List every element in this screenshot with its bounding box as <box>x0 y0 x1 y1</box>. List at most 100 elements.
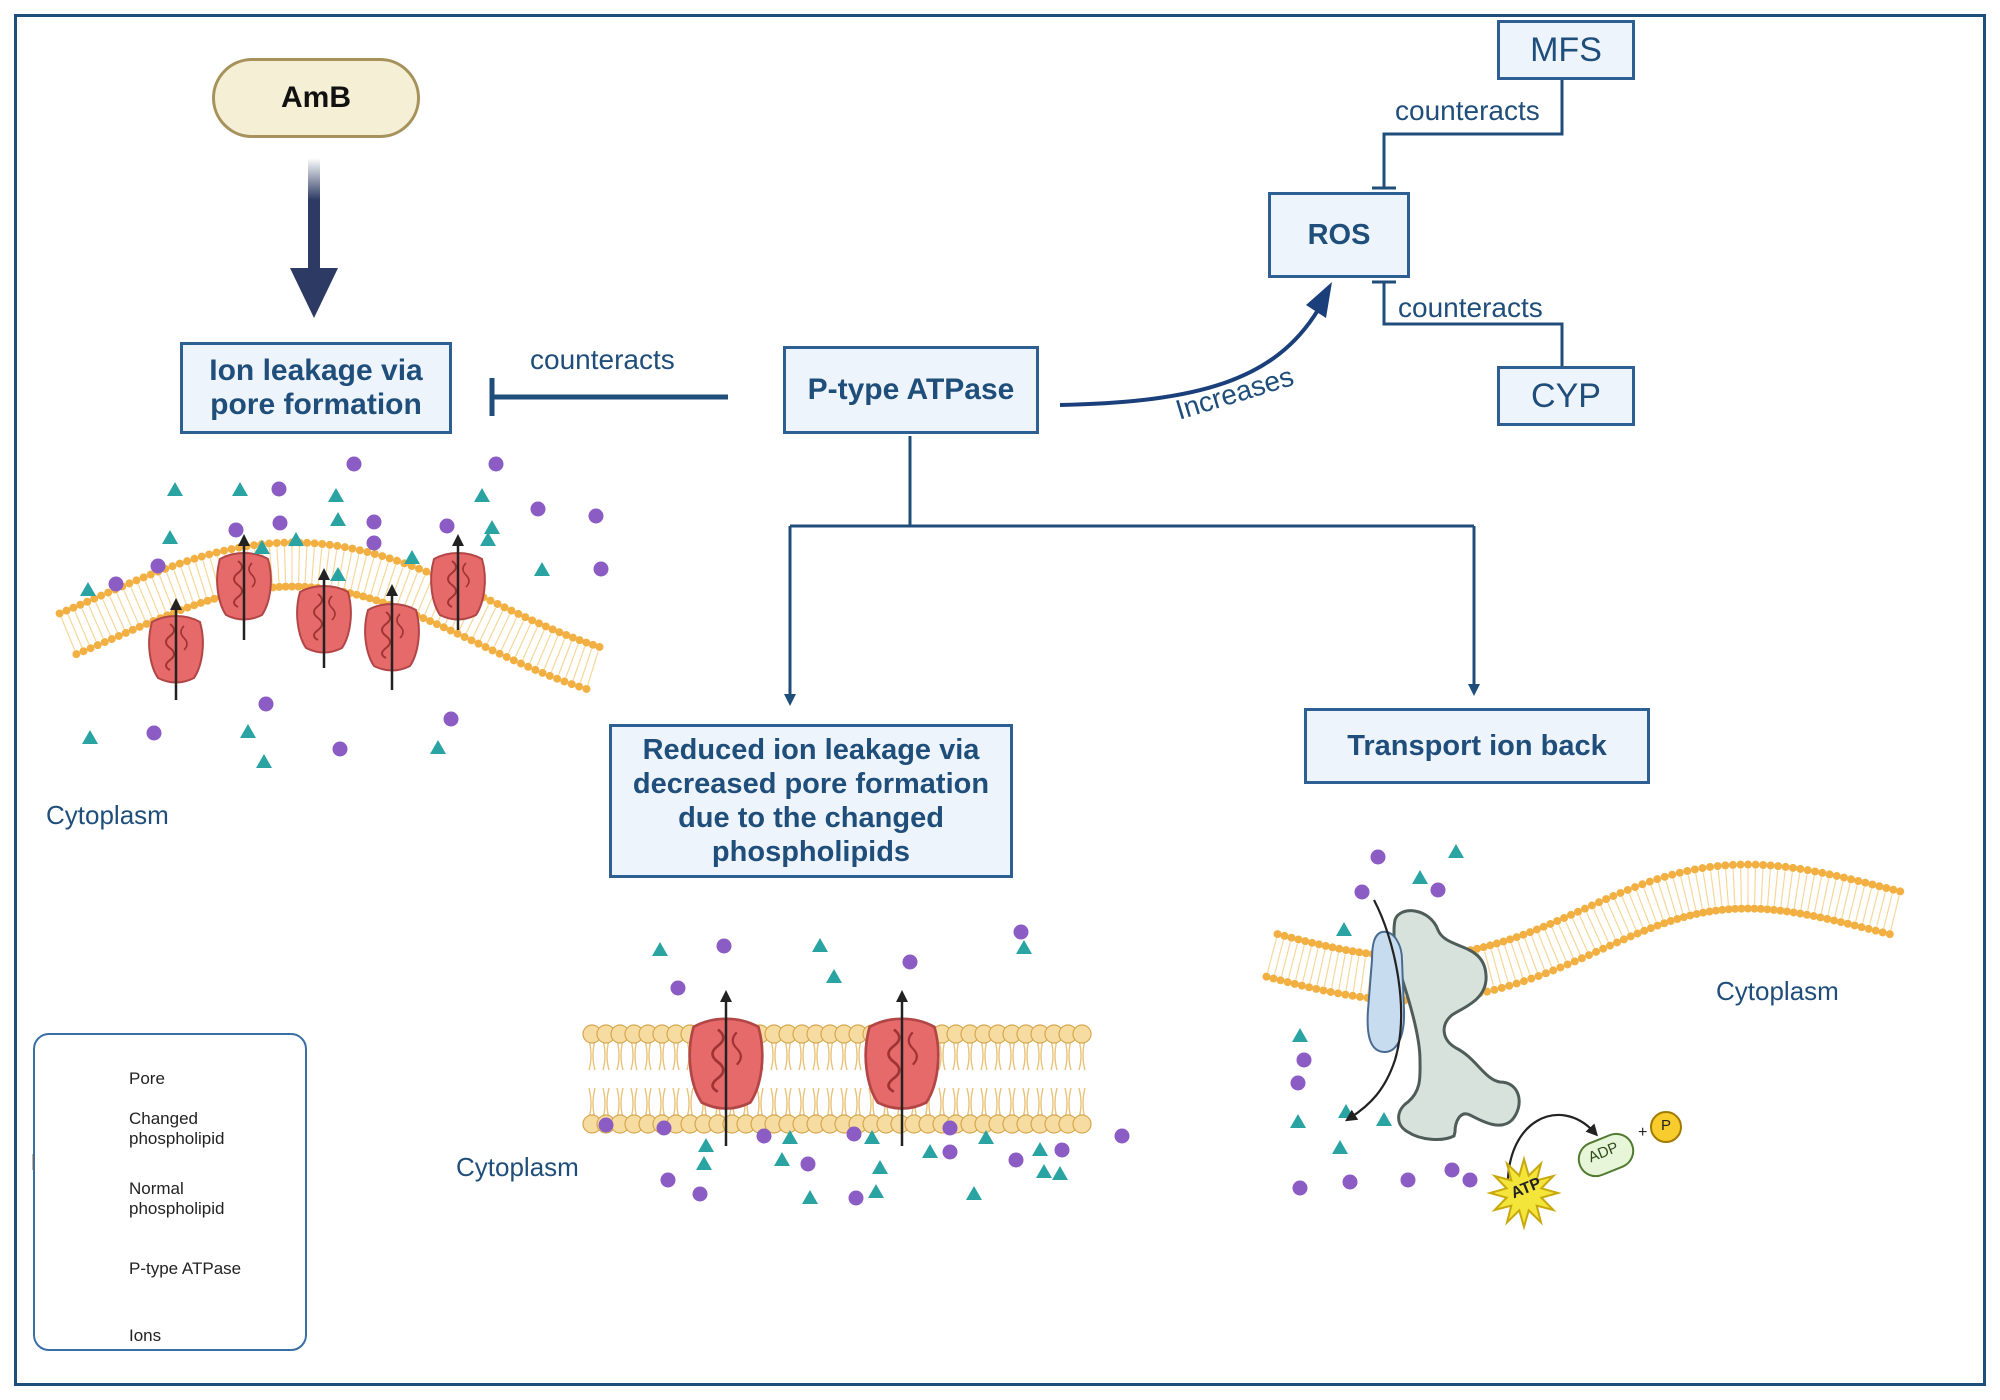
ion-icon <box>272 515 288 531</box>
ion-icon <box>1114 1128 1130 1144</box>
ion-icon <box>1430 882 1446 898</box>
ion-icon <box>1054 1142 1070 1158</box>
left-leak-arrows <box>170 534 464 700</box>
ion-icon <box>774 1152 790 1166</box>
ion-icon <box>256 754 272 768</box>
ion-icon <box>480 532 496 546</box>
ion-icon <box>534 562 550 576</box>
ion-icon <box>698 1138 714 1152</box>
plus-label: + <box>1638 1124 1648 1141</box>
atpase-inhibits-leak-edge <box>489 378 728 416</box>
ion-icon <box>1342 1174 1358 1190</box>
ion-icon <box>593 561 609 577</box>
legend-label-normal-phospholipid: Normal phospholipid <box>129 1179 225 1218</box>
left-pores <box>148 552 486 684</box>
ion-icon <box>332 741 348 757</box>
ion-icon <box>872 1160 888 1174</box>
ion-icon <box>108 576 124 592</box>
transport-ion-back-box: Transport ion back <box>1304 708 1650 784</box>
ion-icon <box>716 938 732 954</box>
ion-icon <box>271 481 287 497</box>
ion-leakage-box: Ion leakage via pore formation <box>180 342 452 434</box>
ion-icon <box>902 954 918 970</box>
ion-icon <box>258 696 274 712</box>
ion-icon <box>330 512 346 526</box>
ion-icon <box>598 1117 614 1133</box>
atp-icon <box>1486 1155 1562 1231</box>
ion-icon <box>366 535 382 551</box>
ion-icon <box>346 456 362 472</box>
ion-icon <box>254 540 270 554</box>
ion-icon <box>1444 1162 1460 1178</box>
ion-icon <box>978 1130 994 1144</box>
ion-icon <box>652 942 668 956</box>
ion-icon <box>488 456 504 472</box>
ion-icon <box>1008 1152 1024 1168</box>
cytoplasm-label-left: Cytoplasm <box>46 800 169 830</box>
ion-icon <box>696 1156 712 1170</box>
legend-label-ions: Ions <box>129 1326 162 1345</box>
middle-leak-arrows <box>720 990 908 1146</box>
ion-icon <box>1052 1166 1068 1180</box>
ion-icon <box>942 1120 958 1136</box>
ion-icon <box>1296 1052 1312 1068</box>
ion-icon <box>1016 940 1032 954</box>
ion-icon <box>1336 922 1352 936</box>
ion-icon <box>530 501 546 517</box>
outer-frame <box>14 14 1986 1386</box>
counteracts-label-cyp: counteracts <box>1398 292 1543 323</box>
phosphate-label: P <box>1661 1117 1672 1134</box>
ion-icon <box>474 488 490 502</box>
ion-icon <box>1013 924 1029 940</box>
cyp-text: CYP <box>1531 376 1601 415</box>
mfs-inhibits-ros-edge <box>1372 78 1564 190</box>
ros-box: ROS <box>1268 192 1410 278</box>
cytoplasm-label-middle: Cytoplasm <box>456 1152 579 1182</box>
middle-membrane-normal-phospholipid <box>582 1024 1092 1134</box>
ion-icon <box>756 1128 772 1144</box>
ion-icon <box>826 969 842 983</box>
p-type-atpase-text: P-type ATPase <box>807 373 1015 406</box>
legend: Pore Changed phospholipid Normal phospho… <box>33 1033 307 1351</box>
ion-icon <box>1412 870 1428 884</box>
ion-icon <box>82 730 98 744</box>
legend-label-pore: Pore <box>129 1069 165 1088</box>
ion-icon <box>782 1130 798 1144</box>
ion-icon <box>404 550 420 564</box>
ion-icon <box>328 488 344 502</box>
ion-icon <box>1290 1075 1306 1091</box>
ion-icon <box>228 522 244 538</box>
ion-icon <box>288 532 304 546</box>
p-type-atpase-pump <box>1344 899 1599 1191</box>
phosphate-icon <box>1650 1111 1682 1143</box>
atpase-branch-edges <box>784 436 1480 706</box>
ion-icon <box>966 1186 982 1200</box>
ion-icon <box>942 1144 958 1160</box>
ion-icon <box>656 1120 672 1136</box>
ion-icon <box>330 567 346 581</box>
right-membrane <box>1262 860 1905 1005</box>
ion-icon <box>588 508 604 524</box>
ion-icon <box>1032 1142 1048 1156</box>
reduced-leakage-box: Reduced ion leakage via decreased pore f… <box>609 724 1013 878</box>
ion-icon <box>1292 1180 1308 1196</box>
ion-icon <box>146 725 162 741</box>
cytoplasm-label-right: Cytoplasm <box>1716 976 1839 1006</box>
ion-icon <box>922 1144 938 1158</box>
ion-icon <box>232 482 248 496</box>
ion-icon <box>439 518 455 534</box>
cyp-box: CYP <box>1497 366 1635 426</box>
ion-icon <box>848 1190 864 1206</box>
ion-icon <box>800 1156 816 1172</box>
ion-icon <box>670 980 686 996</box>
reduced-leakage-text: Reduced ion leakage via decreased pore f… <box>632 734 990 868</box>
amb-arrow <box>290 158 338 318</box>
amb-label: AmB <box>280 81 351 114</box>
ion-icon <box>80 582 96 596</box>
ion-icon <box>150 558 166 574</box>
ion-icon <box>1448 844 1464 858</box>
ion-icon <box>443 711 459 727</box>
ion-leakage-text: Ion leakage via pore formation <box>209 354 423 421</box>
